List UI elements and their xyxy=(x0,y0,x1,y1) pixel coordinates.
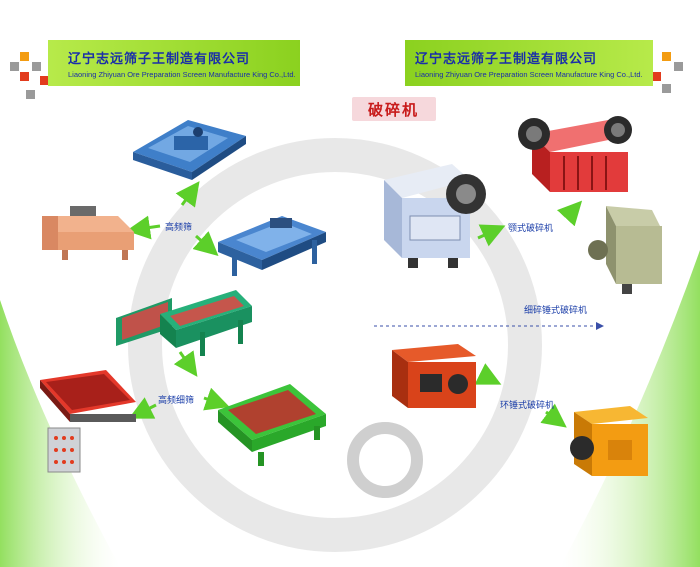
decor-square xyxy=(674,62,683,71)
hammer-crusher-image xyxy=(588,206,662,294)
decor-square xyxy=(32,62,41,71)
ring-hammer-crusher-image xyxy=(392,344,476,408)
decor-square xyxy=(20,72,29,81)
blue-screen-image xyxy=(218,216,326,276)
header-banner-right: 辽宁志远筛子王制造有限公司 Liaoning Zhiyuan Ore Prepa… xyxy=(405,40,653,86)
decor-square xyxy=(26,90,35,99)
blue-vibrating-screen-image xyxy=(133,120,246,180)
orange-crusher-image xyxy=(570,406,648,476)
section-title-bg xyxy=(352,97,436,121)
company-name-cn: 辽宁志远筛子王制造有限公司 xyxy=(415,52,598,67)
label-jaw-crusher: 颚式破碎机 xyxy=(508,224,554,234)
header-banner-left: 辽宁志远筛子王制造有限公司 Liaoning Zhiyuan Ore Prepa… xyxy=(48,40,300,86)
decor-square xyxy=(652,72,661,81)
decor-square xyxy=(20,52,29,61)
red-jaw-crusher-image xyxy=(518,116,632,192)
red-fine-screen-image xyxy=(40,370,136,473)
company-name-cn: 辽宁志远筛子王制造有限公司 xyxy=(68,52,251,67)
section-title: 破碎机 xyxy=(368,101,420,119)
label-ring-hammer-crusher: 环锤式破碎机 xyxy=(500,401,555,411)
label-fine-hammer-crusher: 细碎锤式破碎机 xyxy=(524,306,588,316)
gray-ring-large xyxy=(128,138,542,552)
jaw-crusher-image xyxy=(384,164,486,268)
decor-square xyxy=(10,62,19,71)
green-swoosh-right xyxy=(560,250,700,567)
orange-vibrating-screen-image xyxy=(42,206,134,260)
label-high-frequency-screen: 高频筛 xyxy=(165,223,193,233)
gray-ring-small xyxy=(347,422,423,498)
decor-square xyxy=(662,84,671,93)
decor-square xyxy=(662,52,671,61)
decor-square xyxy=(40,76,49,85)
company-name-en: Liaoning Zhiyuan Ore Preparation Screen … xyxy=(68,70,296,79)
label-high-frequency-fine-screen: 高频细筛 xyxy=(158,396,195,406)
green-fine-screen-image xyxy=(116,290,252,356)
white-ring xyxy=(182,192,488,498)
green-swoosh-left xyxy=(0,300,120,567)
company-name-en: Liaoning Zhiyuan Ore Preparation Screen … xyxy=(415,70,643,79)
green-screen-image xyxy=(218,384,326,466)
